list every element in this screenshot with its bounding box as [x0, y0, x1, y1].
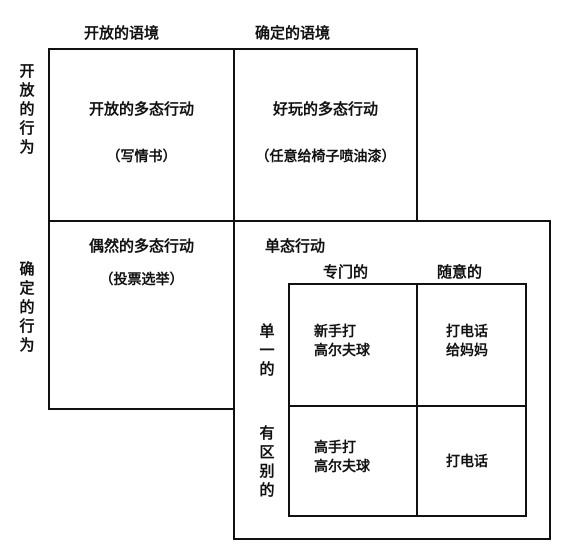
- sub-cell-distinct-specialized-line2: 高尔夫球: [314, 459, 370, 475]
- column-header-open-context: 开放的语境: [84, 24, 160, 42]
- sub-row-header-distinct: 有区别的: [259, 424, 275, 499]
- quadrant-fixed-behavior-fixed-context: [233, 220, 551, 540]
- sub-column-header-casual: 随意的: [437, 263, 483, 281]
- quadrant-open-fixed-title: 好玩的多态行动: [272, 100, 378, 118]
- quadrant-open-behavior-open-context: [48, 48, 235, 222]
- quadrant-fixed-fixed-title: 单态行动: [265, 237, 326, 255]
- sub-row-header-single: 单一的: [259, 322, 275, 378]
- sub-column-header-specialized: 专门的: [323, 263, 369, 281]
- sub-cell-single-specialized-line1: 新手打: [314, 324, 356, 340]
- sub-cell-single-casual-line2: 给妈妈: [446, 343, 488, 359]
- row-header-fixed-behavior: 确定的行为: [19, 260, 35, 354]
- quadrant-open-behavior-fixed-context: [233, 48, 418, 222]
- sub-cell-distinct-casual-line1: 打电话: [446, 454, 488, 470]
- quadrant-fixed-open-title: 偶然的多态行动: [88, 237, 194, 255]
- quadrant-open-open-title: 开放的多态行动: [88, 100, 194, 118]
- row-header-open-behavior: 开放的行为: [19, 62, 35, 156]
- sub-cell-single-casual-line1: 打电话: [446, 324, 488, 340]
- sub-cell-distinct-casual: [416, 405, 527, 517]
- quadrant-fixed-open-example: （投票选举）: [99, 272, 184, 288]
- column-header-fixed-context: 确定的语境: [255, 24, 331, 42]
- quadrant-open-fixed-example: （任意给椅子喷油漆）: [255, 149, 396, 165]
- sub-cell-distinct-specialized-line1: 高手打: [314, 440, 356, 456]
- sub-cell-single-specialized-line2: 高尔夫球: [314, 343, 370, 359]
- quadrant-open-open-example: （写情书）: [106, 149, 177, 165]
